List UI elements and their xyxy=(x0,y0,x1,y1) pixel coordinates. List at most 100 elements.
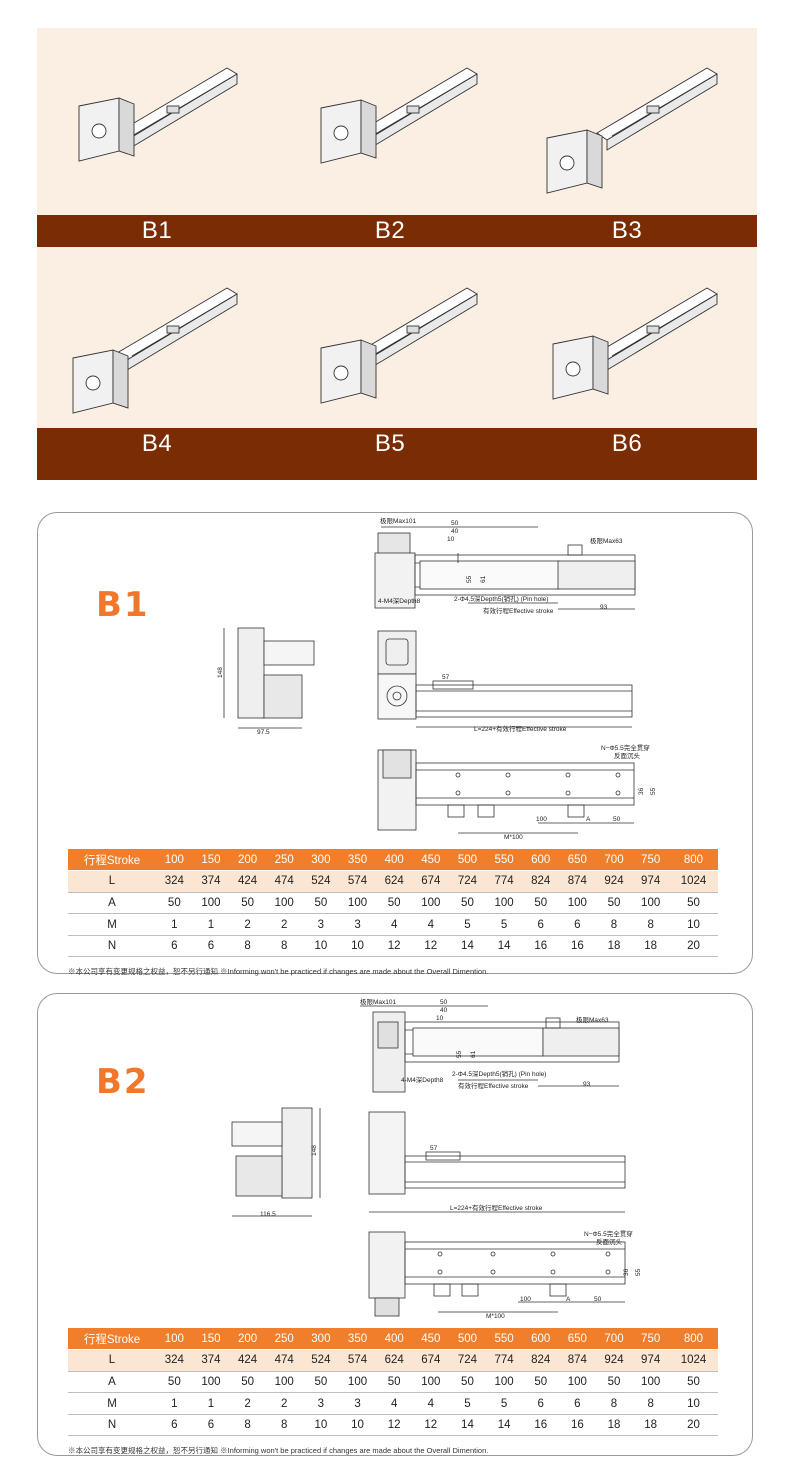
table-cell: 50 xyxy=(522,1371,560,1394)
row-header-cell: L xyxy=(68,1349,156,1372)
table-cell: 100 xyxy=(632,892,669,915)
table-cell: 16 xyxy=(559,935,596,958)
dim-40: 40 xyxy=(440,1007,448,1014)
table-cell: 50 xyxy=(668,1371,718,1394)
table-cell: 20 xyxy=(668,1414,718,1437)
header-stroke-label: 行程Stroke xyxy=(68,849,156,872)
dim-55b: 55 xyxy=(635,1268,642,1276)
table-cell: 10 xyxy=(339,1414,376,1437)
dim-50b: 50 xyxy=(594,1296,602,1303)
header-stroke-value: 250 xyxy=(265,849,303,872)
table-cell: 924 xyxy=(595,870,633,893)
disclaimer-note: ※本公司享有变更规格之权益，恕不另行通知 ※Informing won't be… xyxy=(68,1446,489,1455)
dim-max63: 极限Max63 xyxy=(590,536,623,545)
dim-m4: 4-M4深Depth8 xyxy=(378,596,421,605)
gallery-row-2 xyxy=(37,248,757,435)
disclaimer-note: ※本公司享有变更规格之权益，恕不另行通知 ※Informing won't be… xyxy=(68,967,489,976)
header-stroke-label: 行程Stroke xyxy=(68,1328,156,1351)
table-cell: 774 xyxy=(485,870,523,893)
table-cell: 50 xyxy=(302,1371,340,1394)
table-cell: 674 xyxy=(412,870,450,893)
table-cell: 774 xyxy=(485,1349,523,1372)
table-cell: 4 xyxy=(375,1392,413,1415)
dim-55: 55 xyxy=(466,575,473,583)
dim-max101: 极限Max101 xyxy=(360,997,397,1006)
dim-max101: 极限Max101 xyxy=(380,516,417,525)
table-cell: 8 xyxy=(632,1392,669,1415)
module-illustration-b4 xyxy=(37,248,277,435)
label-b3: B3 xyxy=(611,217,643,244)
table-cell: 100 xyxy=(192,892,230,915)
table-cell: 100 xyxy=(485,1371,523,1394)
row-header-cell: L xyxy=(68,870,156,893)
table-cell: 12 xyxy=(412,1414,450,1437)
table-cell: 16 xyxy=(522,935,560,958)
table-cell: 10 xyxy=(302,935,340,958)
module-gallery: B1 B2 B3 B4 B5 B6 xyxy=(37,28,757,480)
dim-148: 148 xyxy=(311,1145,318,1156)
table-cell: 1 xyxy=(192,1392,230,1415)
dim-36: 36 xyxy=(623,1268,630,1276)
table-cell: 624 xyxy=(375,1349,413,1372)
table-cell: 10 xyxy=(668,913,718,936)
table-cell: 574 xyxy=(339,870,376,893)
table-cell: 18 xyxy=(632,935,669,958)
table-cell: 524 xyxy=(302,1349,340,1372)
table-cell: 924 xyxy=(595,1349,633,1372)
dim-countersink: 反面沉头 xyxy=(614,751,641,760)
table-cell: 6 xyxy=(192,1414,230,1437)
table-cell: 100 xyxy=(339,1371,376,1394)
table-cell: 18 xyxy=(595,935,633,958)
header-stroke-value: 200 xyxy=(229,1328,266,1351)
table-cell: 100 xyxy=(412,1371,450,1394)
header-stroke-value: 600 xyxy=(522,1328,560,1351)
table-cell: 100 xyxy=(412,892,450,915)
table-cell: 424 xyxy=(229,1349,266,1372)
table-cell: 6 xyxy=(559,913,596,936)
table-cell: 3 xyxy=(302,1392,340,1415)
label-b4: B4 xyxy=(141,430,173,457)
dim-50: 50 xyxy=(451,520,459,527)
spec-panel-b1: B1 xyxy=(37,512,753,976)
dim-countersink: 反面沉头 xyxy=(596,1237,623,1246)
table-cell: 14 xyxy=(485,935,523,958)
table-cell: 50 xyxy=(522,892,560,915)
table-cell: 100 xyxy=(559,892,596,915)
table-cell: 1 xyxy=(156,1392,193,1415)
label-b2: B2 xyxy=(374,217,406,244)
table-cell: 474 xyxy=(265,1349,303,1372)
table-cell: 18 xyxy=(595,1414,633,1437)
dim-a: A xyxy=(586,816,591,823)
table-cell: 474 xyxy=(265,870,303,893)
row-header-cell: N xyxy=(68,935,156,958)
gallery-label-band-2: B4 B5 B6 xyxy=(37,428,757,480)
table-cell: 100 xyxy=(339,892,376,915)
dim-length: L=224+有效行程Effective stroke xyxy=(474,724,567,733)
table-cell: 6 xyxy=(156,1414,193,1437)
module-illustration-b3 xyxy=(517,28,757,215)
table-cell: 50 xyxy=(156,1371,193,1394)
table-cell: 724 xyxy=(449,1349,486,1372)
dim-148: 148 xyxy=(217,667,224,678)
dim-55b: 55 xyxy=(650,787,657,795)
table-cell: 6 xyxy=(559,1392,596,1415)
table-cell: 50 xyxy=(302,892,340,915)
header-stroke-value: 450 xyxy=(412,1328,450,1351)
table-cell: 16 xyxy=(522,1414,560,1437)
header-stroke-value: 200 xyxy=(229,849,266,872)
model-title: B2 xyxy=(96,1062,150,1102)
header-stroke-value: 700 xyxy=(595,1328,633,1351)
dim-10: 10 xyxy=(447,536,455,543)
header-stroke-value: 600 xyxy=(522,849,560,872)
table-cell: 2 xyxy=(229,913,266,936)
table-cell: 6 xyxy=(522,913,560,936)
table-cell: 6 xyxy=(156,935,193,958)
dim-100: 100 xyxy=(520,1296,531,1303)
header-stroke-value: 450 xyxy=(412,849,450,872)
table-cell: 974 xyxy=(632,870,669,893)
